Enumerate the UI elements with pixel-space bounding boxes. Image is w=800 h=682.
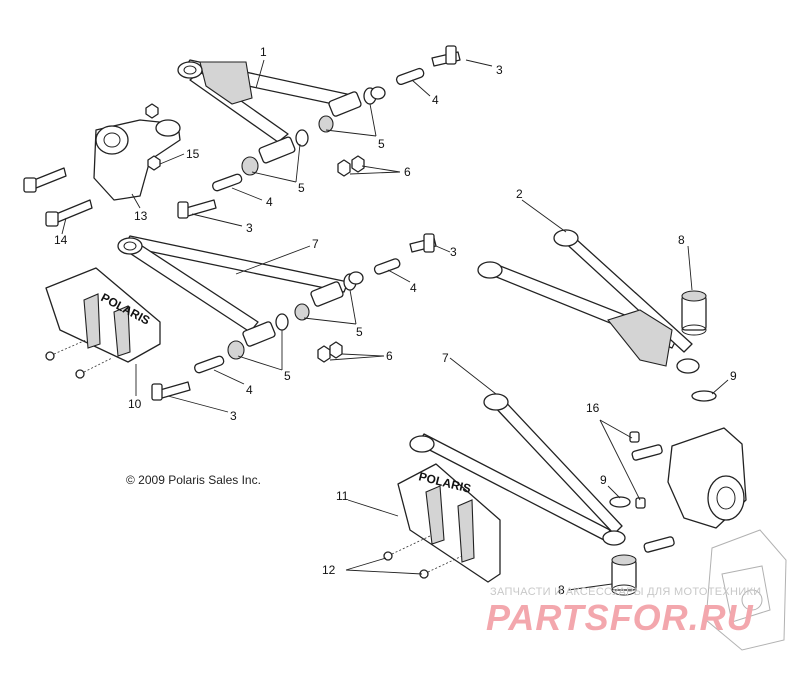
callout-15: 15 — [186, 147, 200, 161]
upper-arm-bushings — [241, 86, 386, 176]
callout-2: 2 — [516, 187, 523, 201]
bolt-14 — [23, 167, 93, 227]
watermark-engine-art — [705, 529, 787, 651]
lower-left-bolts-pins — [151, 233, 437, 401]
callout-3-top: 3 — [496, 63, 503, 77]
callout-5-mid: 5 — [298, 181, 305, 195]
a-arm-guard-10: POLARIS — [45, 267, 161, 379]
callout-3-mid: 3 — [246, 221, 253, 235]
upper-bolts-pins — [177, 45, 461, 219]
copyright-notice: © 2009 Polaris Sales Inc. — [126, 473, 261, 487]
callout-4-top: 4 — [432, 93, 439, 107]
snap-ring-9 — [609, 390, 717, 508]
leader-lines — [61, 59, 729, 591]
callout-9-bottom: 9 — [600, 473, 607, 487]
callout-6-lower: 6 — [386, 349, 393, 363]
callout-5-bottom: 5 — [284, 369, 291, 383]
callout-7-left: 7 — [312, 237, 319, 251]
callout-10: 10 — [128, 397, 142, 411]
callout-1: 1 — [260, 45, 267, 59]
callout-3-bottom: 3 — [230, 409, 237, 423]
callout-12: 12 — [322, 563, 336, 577]
callout-3-lower: 3 — [450, 245, 457, 259]
watermark-tagline: ЗАПЧАСТИ И АКСЕССУАРЫ ДЛЯ МОТОТЕХНИКИ — [490, 586, 762, 598]
callout-5-lower: 5 — [356, 325, 363, 339]
callout-8-bottom: 8 — [558, 583, 565, 597]
lower-left-bushings — [227, 271, 364, 360]
lower-a-arm-7-right — [409, 393, 626, 546]
callout-14: 14 — [54, 233, 68, 247]
callout-4-bottom: 4 — [246, 383, 253, 397]
callout-7-right: 7 — [442, 351, 449, 365]
upper-a-arm-1 — [177, 59, 357, 143]
lower-nuts-6 — [317, 341, 343, 363]
ball-joint-8-lower — [611, 554, 637, 596]
callout-16: 16 — [586, 401, 600, 415]
callout-4-lower: 4 — [410, 281, 417, 295]
callout-9-top: 9 — [730, 369, 737, 383]
spindle-13 — [93, 103, 181, 201]
spindle-right — [629, 427, 747, 553]
watermark-logo: PARTSFOR.RU — [486, 597, 754, 638]
callout-11: 11 — [336, 489, 349, 503]
lower-a-arm-7-left — [117, 235, 349, 333]
upper-nuts-6 — [337, 155, 365, 177]
ball-joint-8-upper — [681, 290, 707, 336]
callout-8-top: 8 — [678, 233, 685, 247]
callout-13: 13 — [134, 209, 148, 223]
callout-4-mid: 4 — [266, 195, 273, 209]
callout-5-top: 5 — [378, 137, 385, 151]
callout-numbers: 1 3 4 5 15 6 5 4 13 3 14 7 3 4 5 6 5 4 1… — [54, 45, 737, 597]
callout-6-top: 6 — [404, 165, 411, 179]
a-arm-guard-11: POLARIS — [383, 463, 501, 583]
upper-a-arm-2 — [477, 229, 700, 374]
